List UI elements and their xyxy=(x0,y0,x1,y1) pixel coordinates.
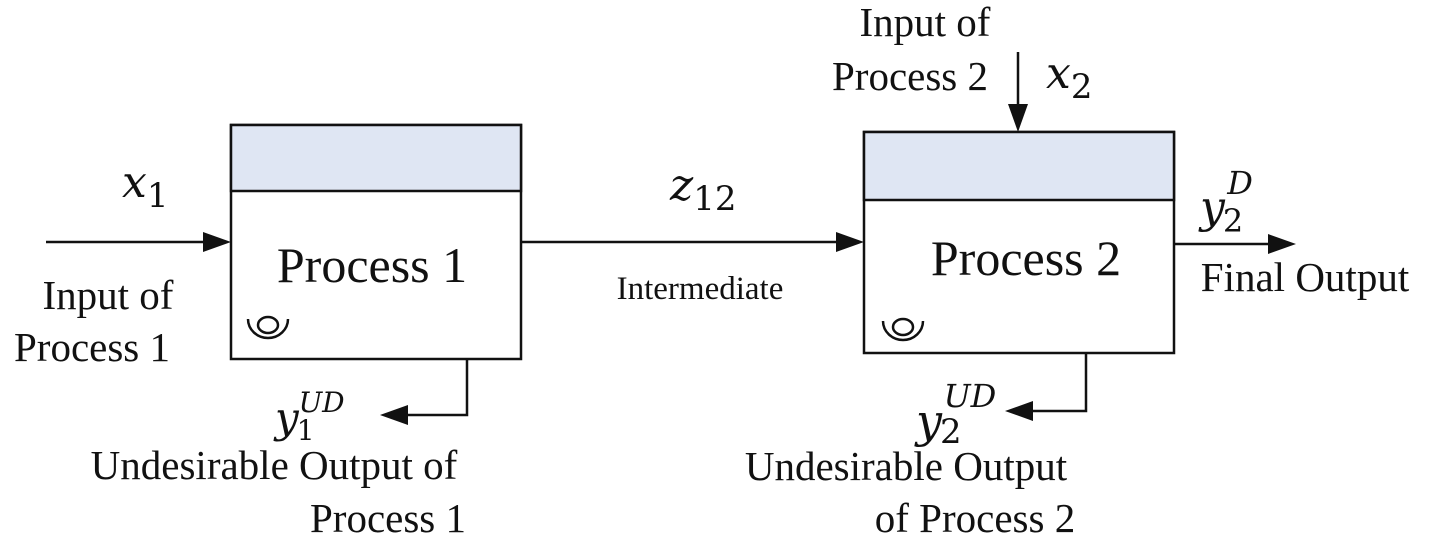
x2-symbol: x2 xyxy=(1046,48,1092,107)
process2-header xyxy=(862,130,1176,202)
process1-header xyxy=(229,123,523,193)
y2-d-symbol: y2D xyxy=(1198,164,1253,240)
intermediate-arrow xyxy=(521,232,864,252)
x1-symbol: x1 xyxy=(122,157,168,216)
y1-ud-symbol: y1UD xyxy=(273,386,345,447)
process2-title: Process 2 xyxy=(931,230,1121,286)
intermediate-label: Intermediate xyxy=(617,271,784,307)
process2-box: Process 2 xyxy=(862,130,1176,355)
final-output-label: Final Output xyxy=(1201,254,1410,300)
undesirable1-arrow xyxy=(380,359,469,425)
process1-box: Process 1 xyxy=(229,123,523,361)
cup-icon xyxy=(246,315,290,340)
undesirable1-label-line1: Undesirable Output of xyxy=(91,442,458,488)
input1-label-line1: Input of xyxy=(43,272,174,318)
y2-ud-symbol: y2UD xyxy=(914,377,996,452)
z12-symbol: z12 xyxy=(669,160,736,219)
process1-title: Process 1 xyxy=(277,237,467,293)
cup-icon xyxy=(881,317,925,342)
undesirable2-label-line1: Undesirable Output xyxy=(745,443,1068,489)
undesirable1-label-line2: Process 1 xyxy=(310,495,466,541)
undesirable2-label-line2: of Process 2 xyxy=(875,495,1075,541)
input1-arrow xyxy=(46,232,231,252)
input1-label-line2: Process 1 xyxy=(14,324,170,370)
input2-label-line1: Input of xyxy=(860,0,991,45)
undesirable2-arrow xyxy=(1005,353,1088,421)
input2-label-line2: Process 2 xyxy=(832,53,988,99)
input2-arrow xyxy=(1008,52,1028,132)
final-output-arrow xyxy=(1174,234,1296,254)
